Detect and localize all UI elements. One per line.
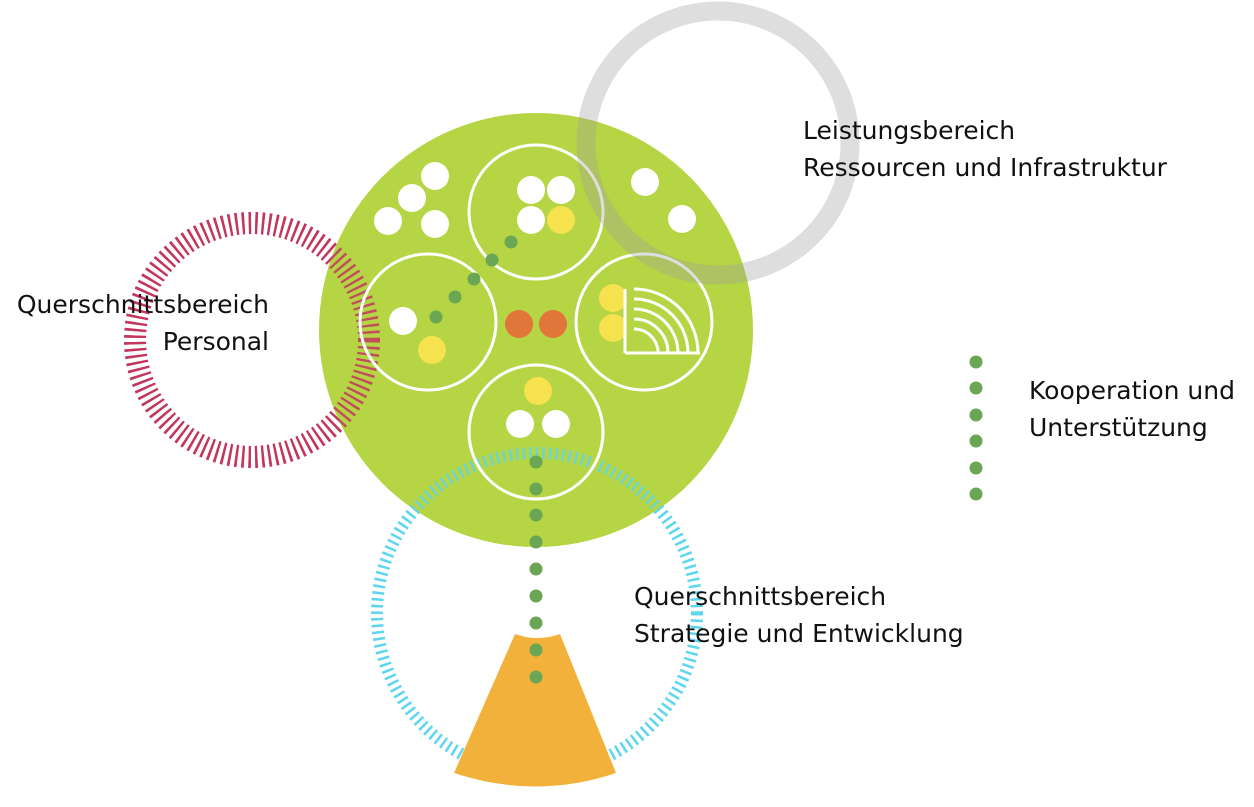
cooperation-dot	[504, 235, 518, 249]
cooperation-dot	[529, 643, 543, 657]
cooperation-dot	[529, 535, 543, 549]
concentric-arcs-icon	[623, 287, 700, 355]
fan-segment-icon	[454, 634, 616, 787]
orange-dot	[539, 310, 567, 338]
inner-ring-bottom	[467, 363, 605, 501]
resources-ring	[576, 1, 860, 285]
cooperation-dot	[429, 310, 443, 324]
yellow-dot	[524, 377, 552, 405]
cooperation-dot	[448, 290, 462, 304]
white-dot	[668, 205, 696, 233]
cooperation-dot	[529, 670, 543, 684]
cooperation-dot	[529, 508, 543, 522]
inner-ring-top	[467, 143, 605, 281]
label-personal-line1: Querschnittsbereich	[16, 290, 269, 319]
white-dot	[547, 176, 575, 204]
label-cooperation-line1: Kooperation und	[1029, 376, 1235, 405]
orange-dot	[505, 310, 533, 338]
legend-dot	[969, 461, 983, 475]
legend-dot	[969, 408, 983, 422]
cooperation-dot	[467, 272, 481, 286]
legend-dot	[969, 487, 983, 501]
white-dot	[542, 410, 570, 438]
legend-dot	[969, 434, 983, 448]
yellow-dot	[547, 206, 575, 234]
white-dot	[389, 307, 417, 335]
label-resources-line1: Leistungsbereich	[803, 116, 1016, 145]
white-dot	[421, 162, 449, 190]
white-dot	[517, 206, 545, 234]
personal-ring-overlap	[124, 212, 380, 468]
label-cooperation: Kooperation und Unterstützung	[1029, 372, 1235, 446]
yellow-dot	[418, 336, 446, 364]
white-dot	[421, 210, 449, 238]
cooperation-dot	[529, 482, 543, 496]
legend-dot	[969, 381, 983, 395]
white-dot	[517, 176, 545, 204]
yellow-dot	[599, 314, 627, 342]
label-personal: Querschnittsbereich Personal	[16, 286, 269, 360]
label-personal-line2: Personal	[162, 327, 269, 356]
cooperation-dot	[529, 455, 543, 469]
label-resources: Leistungsbereich Ressourcen und Infrastr…	[803, 112, 1167, 186]
white-dot	[374, 207, 402, 235]
cooperation-dot	[529, 589, 543, 603]
white-dot	[631, 168, 659, 196]
cooperation-dot	[529, 616, 543, 630]
cooperation-dot	[529, 562, 543, 576]
dotted-line-icon	[969, 355, 983, 501]
inner-ring-right	[574, 252, 714, 392]
yellow-dot	[599, 284, 627, 312]
label-resources-line2: Ressourcen und Infrastruktur	[803, 153, 1167, 182]
cooperation-dot	[485, 253, 499, 267]
white-dot	[398, 184, 426, 212]
label-strategy-line1: Querschnittsbereich	[634, 582, 887, 611]
label-cooperation-line2: Unterstützung	[1029, 413, 1208, 442]
legend-dot	[969, 355, 983, 369]
label-strategy: Querschnittsbereich Strategie und Entwic…	[634, 578, 964, 652]
label-strategy-line2: Strategie und Entwicklung	[634, 619, 964, 648]
white-dot	[506, 410, 534, 438]
inner-ring-left	[358, 252, 498, 392]
